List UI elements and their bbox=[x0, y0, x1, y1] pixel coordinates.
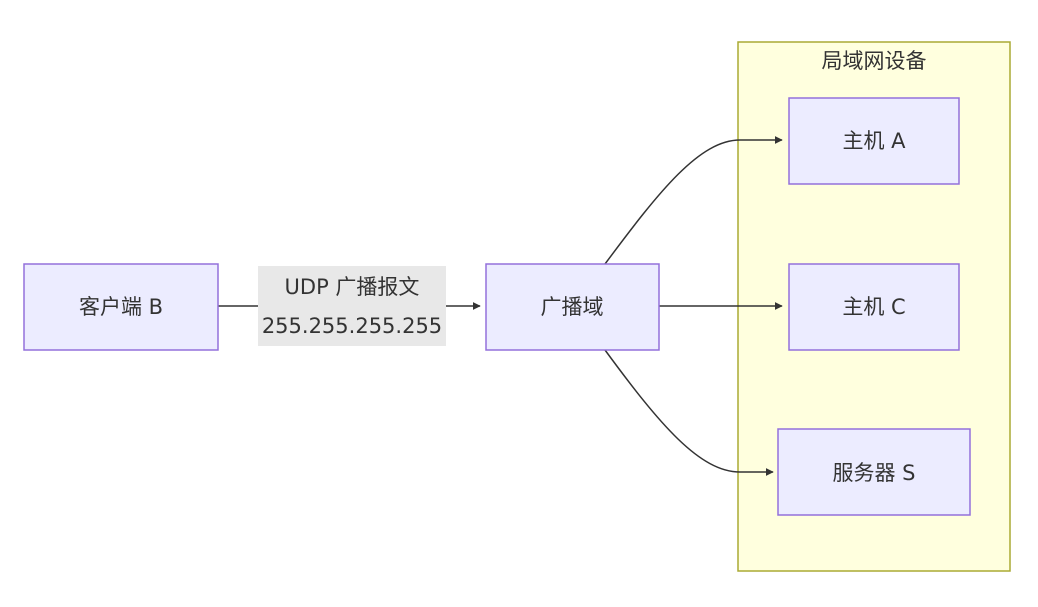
node-broadcast-domain-label: 广播域 bbox=[541, 295, 604, 319]
node-client-b[interactable]: 客户端 B bbox=[23, 263, 219, 351]
edge-label-udp-broadcast: UDP 广播报文 255.255.255.255 bbox=[258, 266, 446, 346]
node-server-s-label: 服务器 S bbox=[832, 461, 915, 485]
node-host-a-label: 主机 A bbox=[842, 129, 906, 153]
edge-broadcast-to-host-a bbox=[604, 136, 783, 265]
subgraph-lan-label: 局域网设备 bbox=[822, 49, 927, 73]
edge-broadcast-to-server-s bbox=[604, 349, 774, 476]
node-server-s[interactable]: 服务器 S bbox=[777, 428, 971, 516]
edge-label-background bbox=[258, 266, 446, 346]
edge-label-line-2: 255.255.255.255 bbox=[262, 314, 442, 338]
node-broadcast-domain[interactable]: 广播域 bbox=[485, 263, 660, 351]
node-host-c-box bbox=[788, 263, 960, 351]
node-host-a[interactable]: 主机 A bbox=[788, 97, 960, 185]
node-server-s-box bbox=[777, 428, 971, 516]
node-host-a-box bbox=[788, 97, 960, 185]
node-client-b-label: 客户端 B bbox=[79, 295, 163, 319]
node-broadcast-domain-box bbox=[485, 263, 660, 351]
node-host-c-label: 主机 C bbox=[842, 295, 905, 319]
node-host-c[interactable]: 主机 C bbox=[788, 263, 960, 351]
edge-label-line-1: UDP 广播报文 bbox=[285, 275, 420, 299]
node-client-b-box bbox=[23, 263, 219, 351]
